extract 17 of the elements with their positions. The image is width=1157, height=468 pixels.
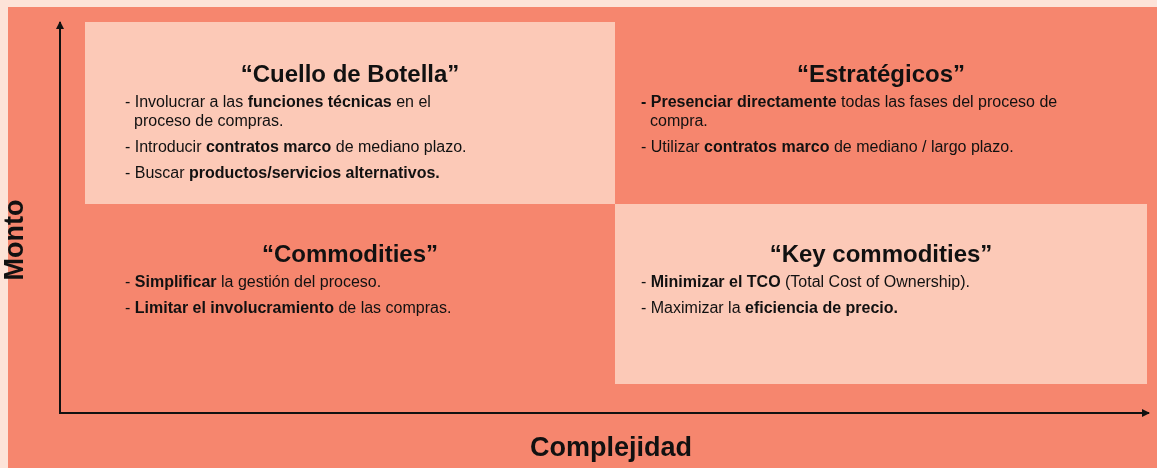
quadrant-title: “Estratégicos”: [795, 60, 967, 88]
bullet-text: - Maximizar la eficiencia de precio.: [641, 298, 899, 317]
bullet-text: - Involucrar a las funciones técnicas en el proceso de compras.: [125, 92, 432, 130]
bullet-text: - Minimizar el TCO (Total Cost of Ownership).: [641, 272, 971, 291]
quadrant-panel: [85, 22, 615, 204]
bullet-text: - Buscar productos/servicios alternativos.: [125, 163, 441, 182]
quadrant-title: “Cuello de Botella”: [239, 60, 461, 88]
bullet-text: - Limitar el involucramiento de las compras.: [125, 298, 453, 317]
axis-label: Complejidad: [530, 432, 692, 463]
bullet-text: - Introducir contratos marco de mediano plazo.: [125, 137, 468, 156]
bullet-text: - Simplificar la gestión del proceso.: [125, 272, 383, 291]
bullet-text: - Utilizar contratos marco de mediano / largo plazo.: [641, 137, 1015, 156]
quadrant-title: “Commodities”: [261, 240, 439, 268]
axis-label: Monto: [0, 199, 30, 281]
quadrant-title: “Key commodities”: [768, 240, 994, 268]
quadrant-panel: [615, 204, 1147, 384]
bullet-text: - Presenciar directamente todas las fases del proceso de compra.: [641, 92, 1059, 130]
